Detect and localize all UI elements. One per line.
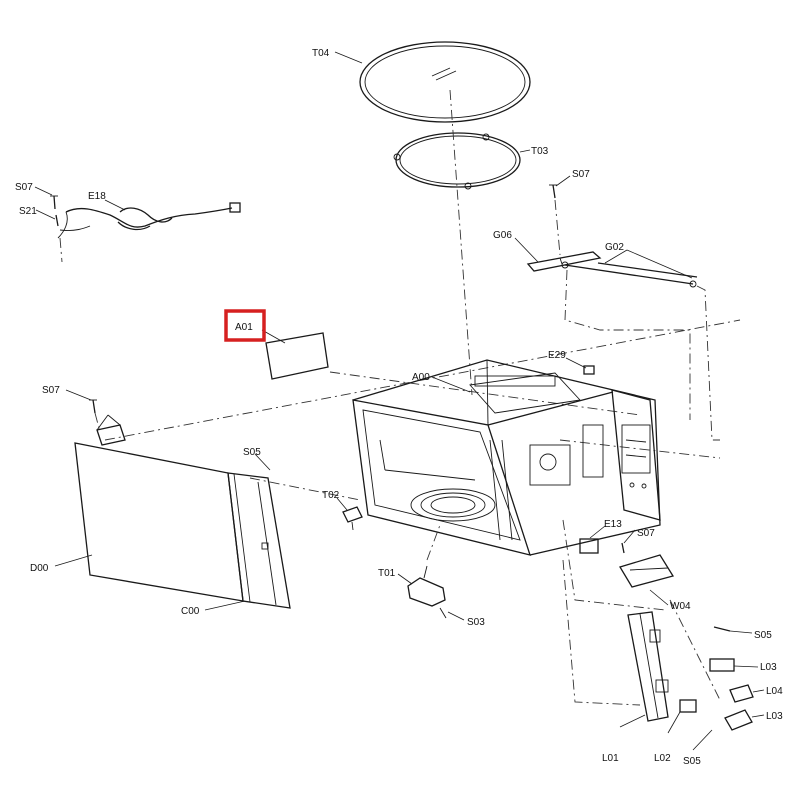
leader-A01 — [261, 329, 286, 344]
leader-S07-top — [555, 175, 571, 187]
leader-A00 — [431, 376, 471, 393]
power-cord — [57, 202, 241, 239]
leader-G02-b — [626, 249, 693, 279]
thermal-fuse — [583, 365, 595, 375]
axis-screw-top — [554, 199, 561, 256]
leader-S05-mid — [254, 453, 271, 471]
axis-motor — [426, 524, 441, 561]
glass-turntable-tray — [359, 41, 531, 123]
leader-S03 — [447, 611, 465, 621]
leader-E18 — [104, 199, 126, 211]
micro-switch-a — [709, 658, 735, 672]
leader-G06 — [514, 237, 539, 263]
leader-S07-right — [623, 529, 636, 544]
leader-L01 — [619, 714, 646, 728]
axis-cord — [59, 237, 63, 263]
label-S05-mid: S05 — [243, 447, 261, 458]
label-E13: E13 — [604, 519, 622, 530]
screw-right — [621, 542, 625, 554]
leader-S21 — [35, 209, 56, 220]
latch-board — [627, 611, 669, 722]
axis-latch — [562, 559, 641, 706]
screw-s05-right — [713, 626, 731, 632]
axis-heater-b — [696, 285, 720, 441]
leader-E29 — [565, 357, 587, 369]
leader-S07-left-top — [34, 186, 53, 196]
callout-labels: T04 T03 S07 G06 G02 S07 E18 S21 A01 E29 … — [15, 48, 783, 767]
label-L04: L04 — [766, 686, 783, 697]
label-T02: T02 — [322, 490, 340, 501]
leader-C00 — [204, 600, 246, 611]
axis-door — [249, 477, 361, 501]
interlock-switch — [679, 699, 697, 713]
label-S07-top: S07 — [572, 169, 590, 180]
axis-screw-left — [94, 412, 101, 433]
door-assembly — [74, 414, 291, 609]
leader-L04 — [752, 689, 765, 693]
leader-S05-right — [729, 630, 753, 634]
label-T03: T03 — [531, 146, 549, 157]
label-G06: G06 — [493, 230, 512, 241]
wire-harness — [619, 554, 675, 588]
leader-E13 — [589, 525, 606, 539]
rating-label-sheet — [265, 332, 329, 380]
leader-T03 — [519, 149, 531, 153]
label-T01: T01 — [378, 568, 396, 579]
label-C00: C00 — [181, 606, 200, 617]
label-E18: E18 — [88, 191, 106, 202]
leader-S07-left — [65, 389, 92, 401]
label-G02: G02 — [605, 242, 624, 253]
leader-S05-bottom — [692, 729, 713, 751]
axis-label — [329, 371, 641, 416]
turntable-motor — [407, 565, 447, 619]
highlight-box-A01 — [224, 309, 266, 342]
leader-L02 — [667, 711, 681, 734]
leader-T04 — [334, 51, 363, 64]
coupler — [342, 506, 363, 531]
leader-T02 — [336, 497, 348, 511]
screw-left — [89, 399, 97, 414]
leader-L03-a — [733, 665, 759, 668]
label-S03: S03 — [467, 617, 485, 628]
screw-top — [549, 184, 557, 199]
fan-motor — [579, 538, 599, 554]
label-D00: D00 — [30, 563, 49, 574]
label-T04: T04 — [312, 48, 330, 59]
label-L03-a: L03 — [760, 662, 777, 673]
micro-switch-b — [729, 684, 754, 703]
screw-left-top — [50, 195, 58, 210]
label-A01: A01 — [235, 322, 253, 333]
label-S07-left: S07 — [42, 385, 60, 396]
label-L02: L02 — [654, 753, 671, 764]
roller-ring — [393, 132, 521, 190]
label-L03-b: L03 — [766, 711, 783, 722]
axis-harness — [562, 519, 666, 611]
axis-switches — [669, 599, 721, 701]
leader-W04 — [649, 589, 669, 606]
label-W04: W04 — [670, 601, 691, 612]
axis-panel — [559, 439, 721, 459]
label-S07-left-top: S07 — [15, 182, 33, 193]
micro-switch-c — [724, 709, 753, 731]
axis-center — [449, 89, 473, 396]
leader-G02-a — [604, 249, 628, 264]
oven-cavity — [352, 359, 661, 556]
label-S07-right: S07 — [637, 528, 655, 539]
leader-T01 — [397, 573, 413, 585]
axis-upper — [104, 319, 741, 441]
leader-L03-b — [751, 714, 765, 718]
label-S05-bottom: S05 — [683, 756, 701, 767]
label-E29: E29 — [548, 350, 566, 361]
grill-bracket — [526, 251, 602, 272]
label-L01: L01 — [602, 753, 619, 764]
quartz-heaters — [561, 261, 698, 288]
label-S05-right: S05 — [754, 630, 772, 641]
leader-D00 — [54, 554, 93, 567]
ground-screw — [55, 214, 59, 227]
axis-heater-a — [564, 269, 691, 420]
label-A00: A00 — [412, 372, 430, 383]
label-S21: S21 — [19, 206, 37, 217]
